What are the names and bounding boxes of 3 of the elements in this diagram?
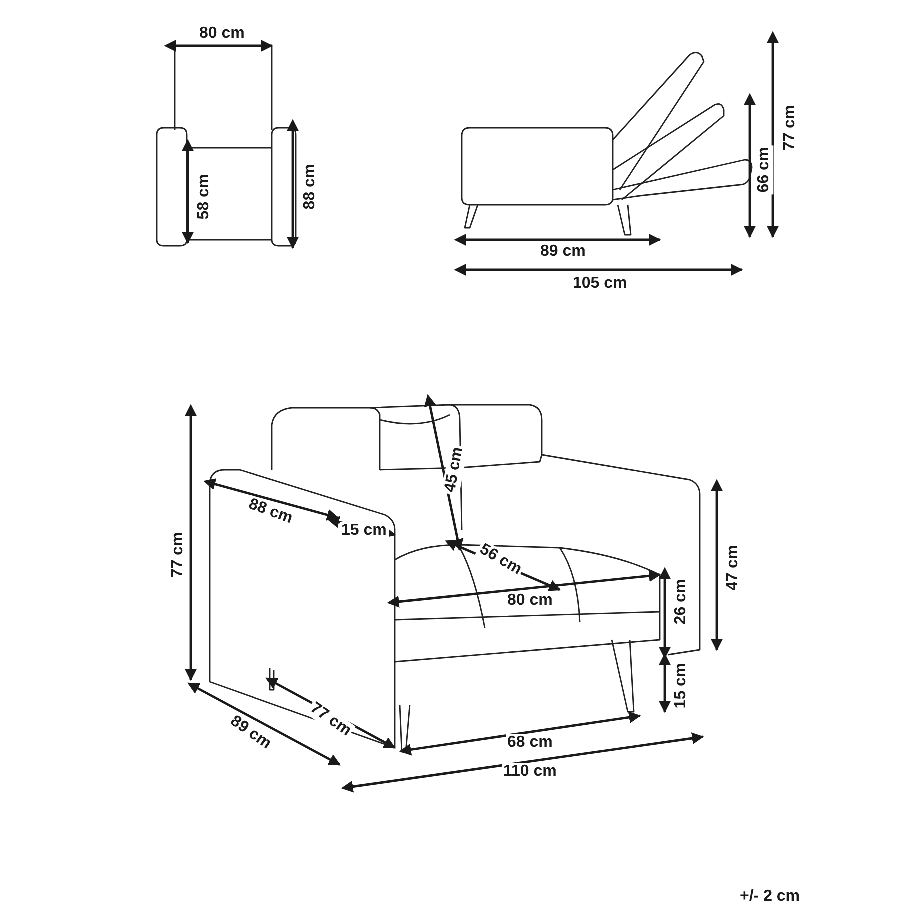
dimension-label: 66 cm	[755, 145, 774, 195]
dimension-label: 45 cm	[441, 444, 468, 496]
dimension-label: 15 cm	[340, 522, 389, 540]
